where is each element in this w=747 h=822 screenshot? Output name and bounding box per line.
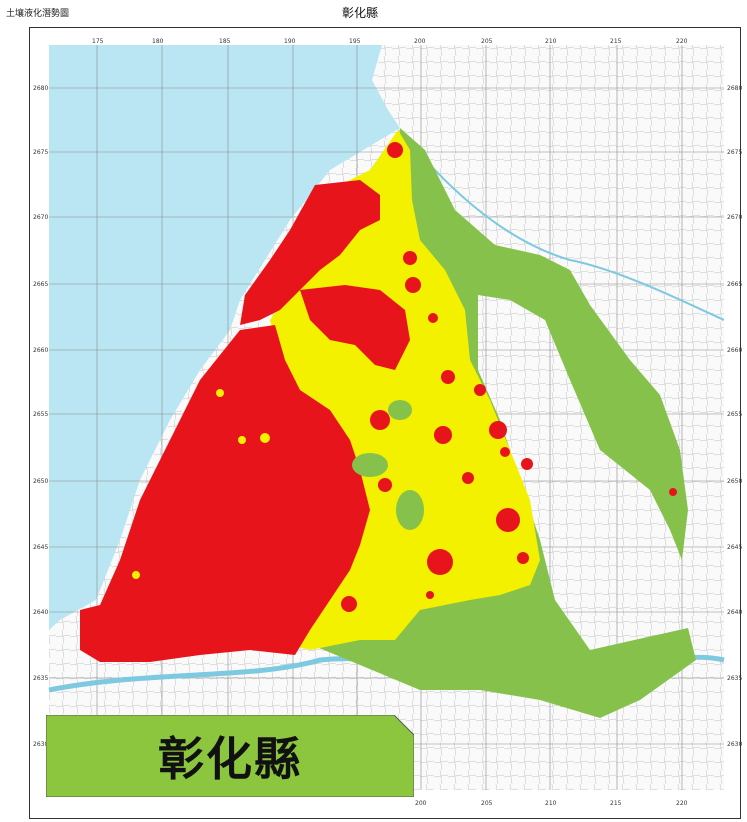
left-tick-2660: 2660 [33, 347, 48, 354]
medium-potential-spots [132, 389, 270, 579]
left-tick-2640: 2640 [33, 609, 48, 616]
bottom-tick-210: 210 [545, 800, 557, 807]
top-axis-ticks: 175 180 185 190 195 200 205 210 215 220 [92, 38, 688, 45]
high-potential-zone-central [300, 285, 410, 370]
left-tick-2680: 2680 [33, 85, 48, 92]
right-tick-2640: 2640 [727, 609, 742, 616]
left-tick-2665: 2665 [33, 281, 48, 288]
tick-215: 215 [610, 38, 622, 45]
left-tick-2675: 2675 [33, 149, 48, 156]
county-label-badge: 彰化縣 [46, 715, 414, 797]
bottom-axis-ticks: 200 205 210 215 220 [415, 800, 688, 807]
right-tick-2670: 2670 [727, 214, 742, 221]
right-tick-2660: 2660 [727, 347, 742, 354]
bottom-tick-205: 205 [481, 800, 493, 807]
high-potential-zone-south [80, 325, 370, 662]
right-tick-2675: 2675 [727, 149, 742, 156]
right-tick-2635: 2635 [727, 675, 742, 682]
tick-210: 210 [545, 38, 557, 45]
high-potential-spots [272, 142, 677, 612]
tick-185: 185 [219, 38, 231, 45]
tick-205: 205 [481, 38, 493, 45]
left-tick-2670: 2670 [33, 214, 48, 221]
left-tick-2645: 2645 [33, 544, 48, 551]
right-tick-2645: 2645 [727, 544, 742, 551]
page-title: 彰化縣 [342, 6, 379, 20]
left-tick-2635: 2635 [33, 675, 48, 682]
left-axis-ticks: 2680 2675 2670 2665 2660 2655 2650 2645 … [33, 85, 48, 748]
bottom-tick-200: 200 [415, 800, 427, 807]
right-tick-2680: 2680 [727, 85, 742, 92]
county-name-label: 彰化縣 [158, 732, 302, 786]
high-potential-zone-north [240, 180, 380, 325]
low-potential-patches [352, 400, 424, 530]
badge-shape [46, 715, 414, 797]
tick-190: 190 [284, 38, 296, 45]
bottom-tick-220: 220 [676, 800, 688, 807]
tick-180: 180 [152, 38, 164, 45]
header-left-label: 土壤液化潛勢圖 [6, 9, 70, 19]
tick-195: 195 [349, 38, 361, 45]
left-tick-2655: 2655 [33, 411, 48, 418]
right-tick-2630: 2630 [727, 741, 742, 748]
right-tick-2650: 2650 [727, 478, 742, 485]
tick-200: 200 [414, 38, 426, 45]
right-tick-2665: 2665 [727, 281, 742, 288]
river-north [399, 129, 725, 321]
left-tick-2630: 2630 [33, 741, 48, 748]
tick-220: 220 [676, 38, 688, 45]
tick-175: 175 [92, 38, 104, 45]
left-tick-2650: 2650 [33, 478, 48, 485]
bottom-tick-215: 215 [610, 800, 622, 807]
right-tick-2655: 2655 [727, 411, 742, 418]
right-axis-ticks: 2680 2675 2670 2665 2660 2655 2650 2645 … [727, 85, 742, 748]
